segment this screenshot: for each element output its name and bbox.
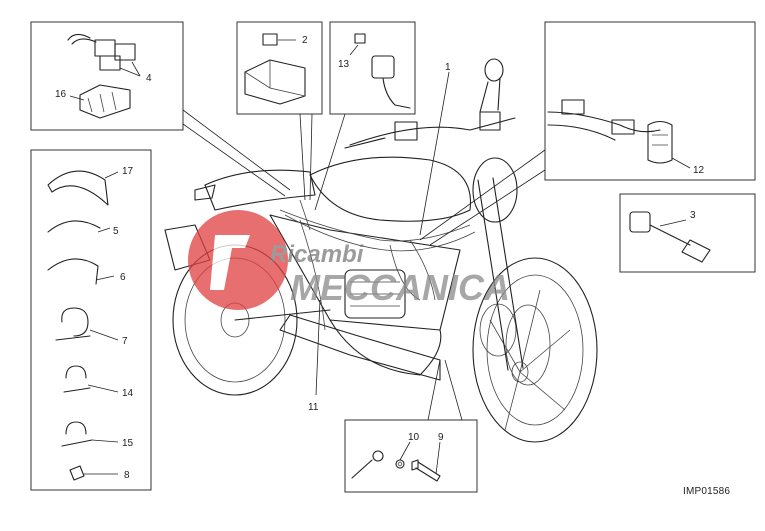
callout-14: 14 [122, 388, 134, 399]
detail-box-ground-bolt [344, 419, 478, 493]
callout-17: 17 [122, 166, 134, 177]
detail-box-fuse-holder [236, 21, 323, 115]
callout-10: 10 [408, 432, 420, 443]
callout-7: 7 [122, 336, 128, 347]
detail-box-clamps [30, 149, 152, 491]
callout-13: 13 [338, 59, 350, 70]
callout-4: 4 [146, 73, 152, 84]
callout-16: 16 [55, 89, 67, 100]
callout-8: 8 [124, 470, 130, 481]
callout-3: 3 [690, 210, 696, 221]
detail-box-diagnostic-connector [619, 193, 756, 273]
callout-1: 1 [445, 62, 451, 73]
watermark-line2: MECCANICA [290, 267, 510, 308]
callout-9: 9 [438, 432, 444, 443]
motorcycle-drawing [164, 58, 598, 443]
watermark-logo-glyph [210, 235, 250, 290]
callout-5: 5 [113, 226, 119, 237]
watermark-line1: Ricambi [270, 241, 365, 268]
callout-15: 15 [122, 438, 134, 449]
leader-lines [182, 71, 546, 421]
detail-box-relays [30, 21, 184, 131]
callout-12: 12 [693, 165, 705, 176]
callout-labels: 1 2 3 4 5 6 7 8 9 10 11 12 13 14 15 16 1… [55, 35, 705, 481]
figure-code: IMP01586 [683, 486, 730, 497]
detail-box-connector [329, 21, 416, 115]
callout-2: 2 [302, 35, 308, 46]
detail-box-connector-clip [544, 21, 756, 181]
callout-6: 6 [120, 272, 126, 283]
callout-11: 11 [308, 402, 319, 413]
watermark: Ricambi MECCANICA [188, 210, 510, 310]
